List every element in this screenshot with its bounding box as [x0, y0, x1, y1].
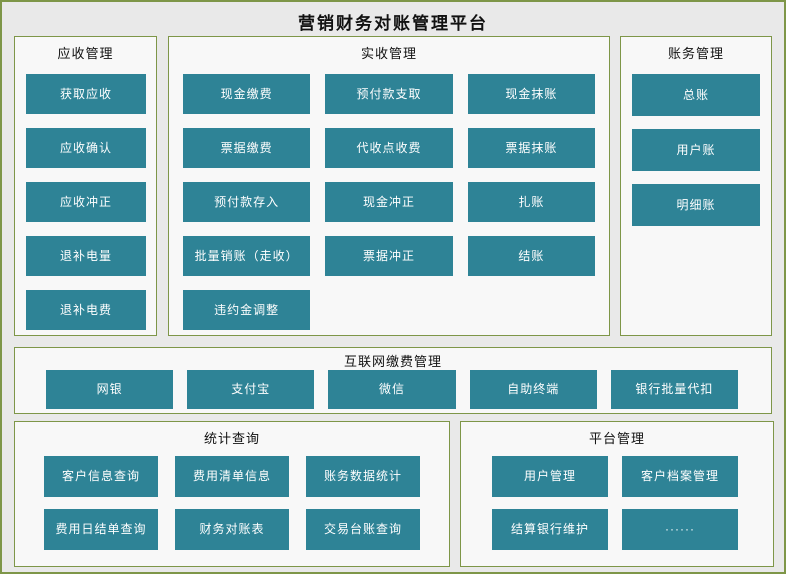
- button-columns: 现金缴费票据缴费预付款存入批量销账（走收） 违约金调整 预付款支取代收点收费现金冲…: [183, 74, 595, 330]
- module-button[interactable]: 代收点收费: [325, 128, 453, 168]
- module-button[interactable]: 违约金调整: [183, 290, 311, 330]
- button-group: 获取应收应收确认应收冲正退补电量退补电费: [26, 74, 146, 330]
- module-button[interactable]: 批量销账（走收）: [183, 236, 311, 276]
- button-group: 用户管理客户档案管理结算银行维护 ······: [492, 456, 738, 550]
- panel-title: 统计查询: [203, 431, 260, 446]
- button-group: 总账用户账明细账: [632, 74, 760, 226]
- module-button[interactable]: 现金冲正: [325, 182, 453, 222]
- button-column: 现金抹账票据抹账扎账结账: [467, 74, 595, 330]
- button-column: 预付款支取代收点收费现金冲正票据冲正: [325, 74, 453, 330]
- module-button[interactable]: 获取应收: [26, 74, 146, 114]
- panel-account-management: 账务管理 总账用户账明细账: [620, 36, 772, 336]
- button-group: 客户信息查询费用清单信息账务数据统计费用日结单查询财务对账表交易台账查询: [44, 456, 420, 550]
- module-button[interactable]: 应收确认: [26, 128, 146, 168]
- module-button[interactable]: 退补电量: [26, 236, 146, 276]
- module-button[interactable]: 财务对账表: [175, 509, 289, 550]
- module-button[interactable]: 结算银行维护: [492, 509, 608, 550]
- panel-receivable-management: 应收管理 获取应收应收确认应收冲正退补电量退补电费: [14, 36, 157, 336]
- module-button[interactable]: 票据缴费: [183, 128, 311, 168]
- button-column: 现金缴费票据缴费预付款存入批量销账（走收） 违约金调整: [183, 74, 311, 330]
- module-button[interactable]: 交易台账查询: [306, 509, 420, 550]
- panel-actual-receipt-management: 实收管理 现金缴费票据缴费预付款存入批量销账（走收） 违约金调整 预付款支取代收点…: [168, 36, 610, 336]
- module-button[interactable]: 退补电费: [26, 290, 146, 330]
- module-button[interactable]: 票据冲正: [325, 236, 453, 276]
- panel-title: 应收管理: [57, 46, 114, 61]
- panel-title: 实收管理: [360, 46, 417, 61]
- module-button[interactable]: 银行批量代扣: [610, 370, 739, 409]
- module-button[interactable]: 预付款存入: [183, 182, 311, 222]
- module-button[interactable]: 支付宝: [187, 370, 315, 409]
- module-button[interactable]: 明细账: [632, 184, 760, 226]
- module-button[interactable]: 现金缴费: [183, 74, 311, 114]
- module-button[interactable]: 客户信息查询: [44, 456, 158, 497]
- module-button[interactable]: 费用日结单查询: [44, 509, 158, 550]
- panel-internet-payment-management: 互联网缴费管理 网银支付宝微信自助终端银行批量代扣: [14, 347, 772, 414]
- module-button[interactable]: 扎账: [467, 182, 595, 222]
- module-button[interactable]: 用户账: [632, 129, 760, 171]
- module-button[interactable]: 现金抹账: [467, 74, 595, 114]
- panel-title: 平台管理: [588, 431, 645, 446]
- panel-title: 互联网缴费管理: [343, 354, 442, 369]
- panel-platform-management: 平台管理 用户管理客户档案管理结算银行维护 ······: [460, 421, 774, 567]
- module-button[interactable]: 结账: [467, 236, 595, 276]
- module-button[interactable]: 应收冲正: [26, 182, 146, 222]
- panel-statistics-query: 统计查询 客户信息查询费用清单信息账务数据统计费用日结单查询财务对账表交易台账查…: [14, 421, 450, 567]
- module-button[interactable]: 客户档案管理: [622, 456, 738, 497]
- module-button[interactable]: 网银: [46, 370, 174, 409]
- panel-title: 账务管理: [667, 46, 724, 61]
- module-button[interactable]: 票据抹账: [467, 128, 595, 168]
- module-button[interactable]: 微信: [328, 370, 456, 409]
- module-button[interactable]: ······: [622, 509, 738, 550]
- module-button[interactable]: 自助终端: [469, 370, 597, 409]
- page-title: 营销财务对账管理平台: [298, 14, 488, 33]
- module-button[interactable]: 用户管理: [492, 456, 608, 497]
- module-button[interactable]: 预付款支取: [325, 74, 453, 114]
- module-button[interactable]: 费用清单信息: [175, 456, 289, 497]
- module-button[interactable]: 账务数据统计: [306, 456, 420, 497]
- button-group: 网银支付宝微信自助终端银行批量代扣: [46, 370, 739, 409]
- module-button[interactable]: 总账: [632, 74, 760, 116]
